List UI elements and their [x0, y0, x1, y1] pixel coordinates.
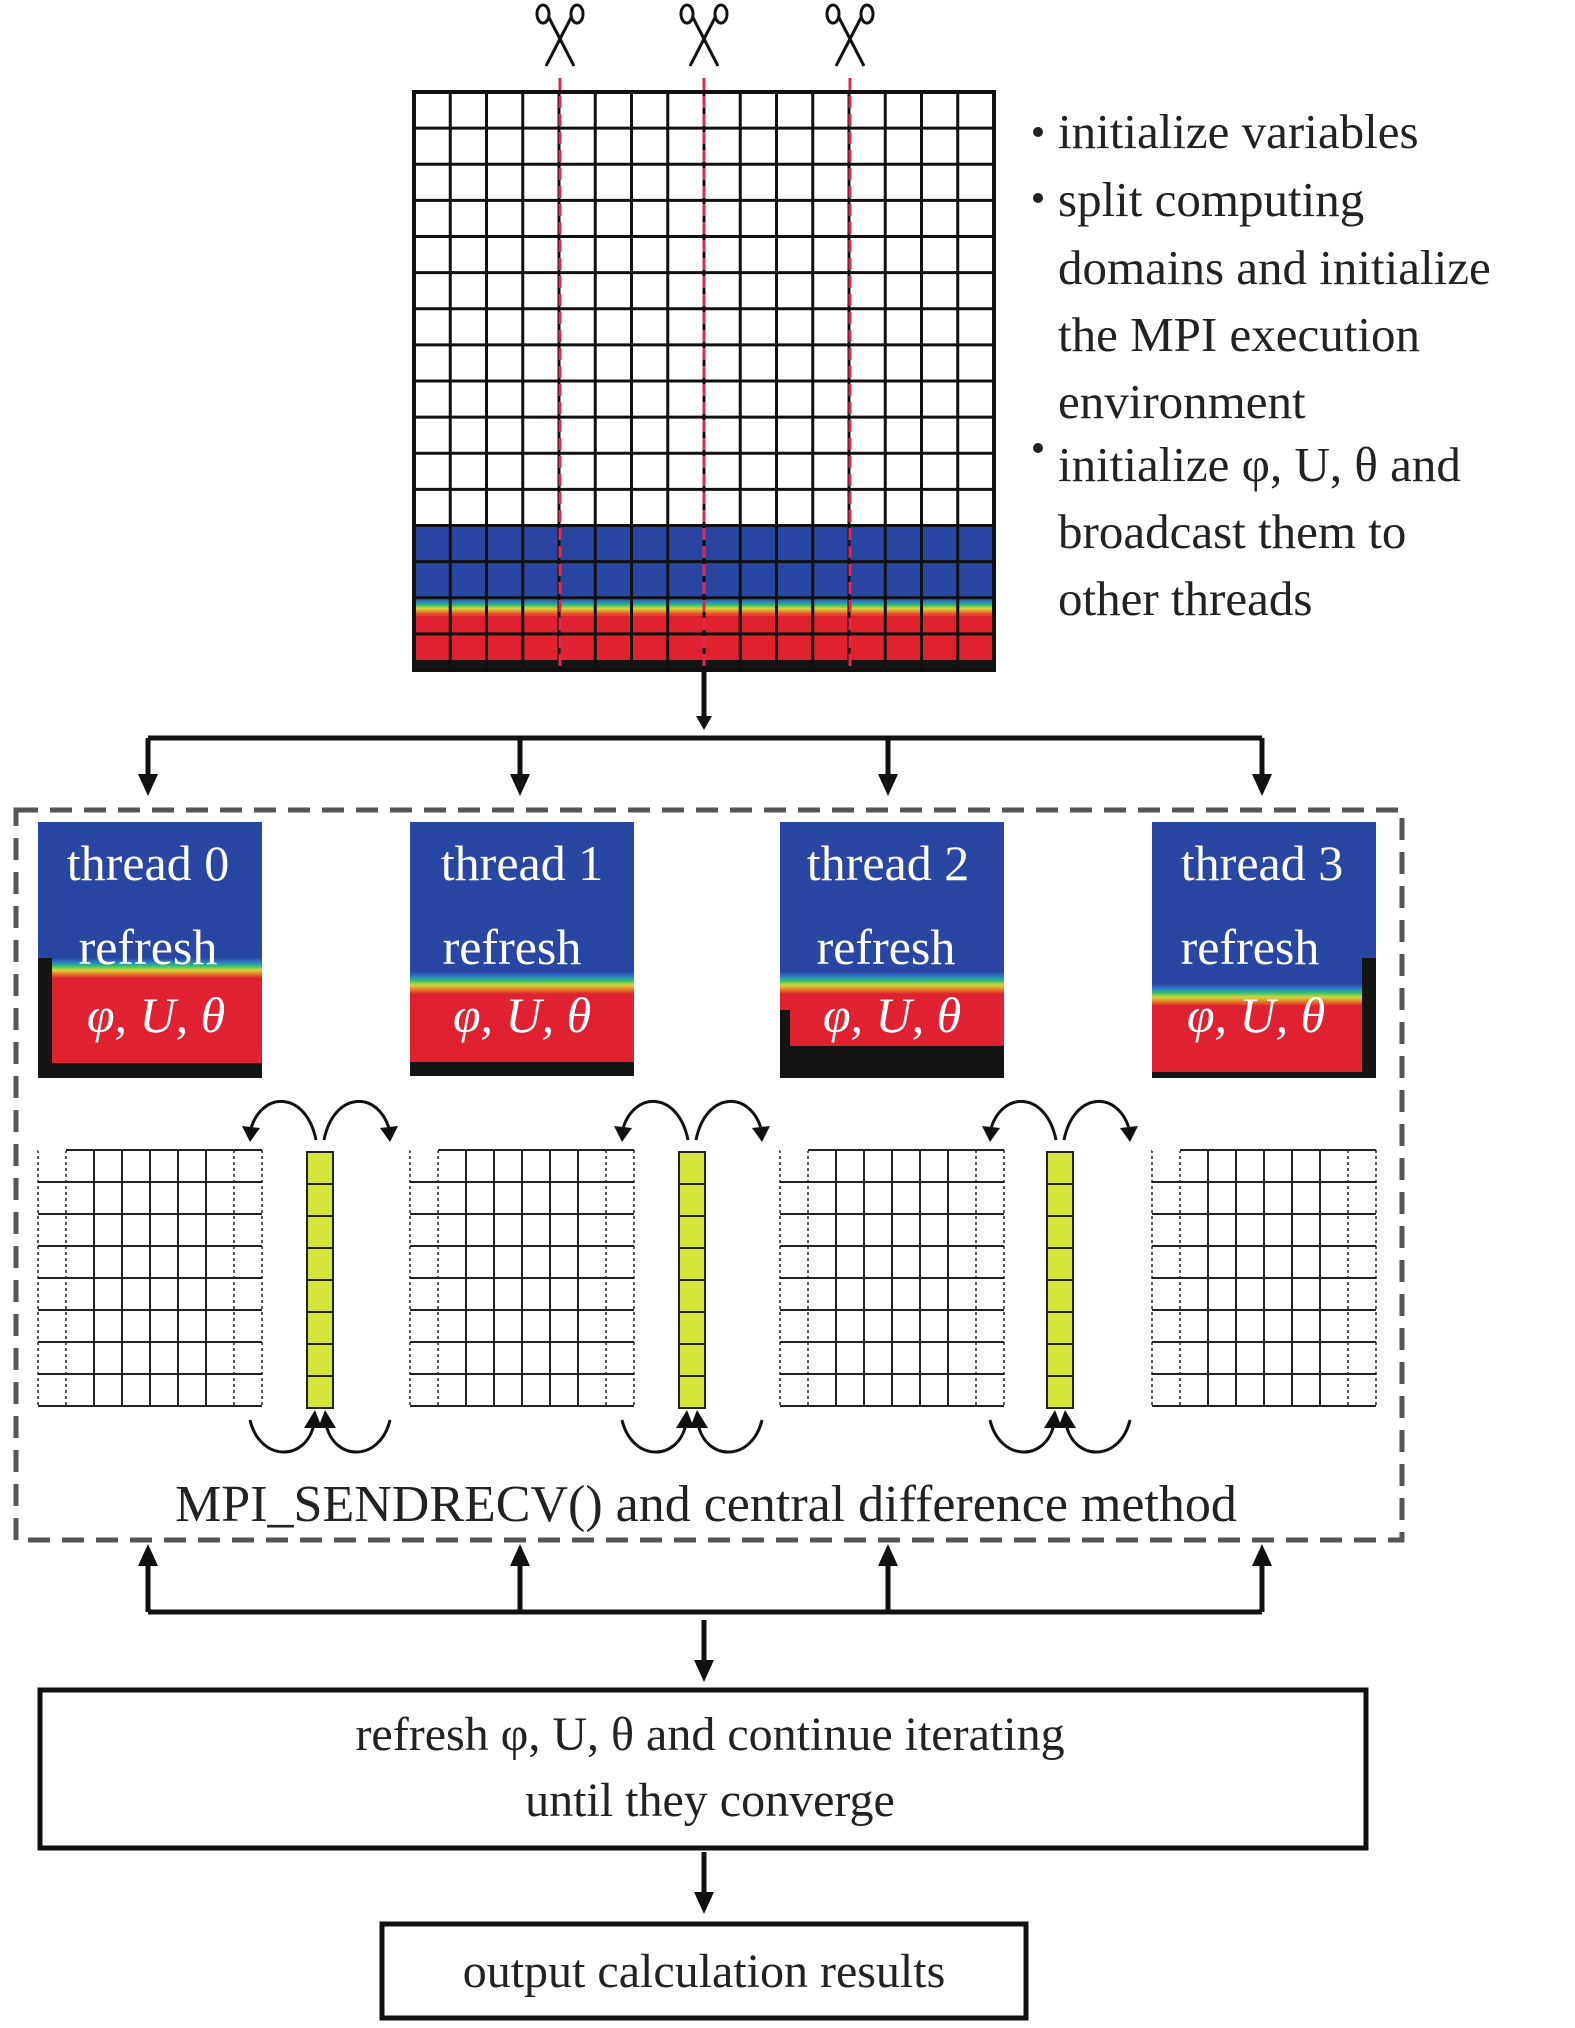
thread-1-title: thread 1 — [441, 835, 603, 891]
ghost-column-2 — [1046, 1151, 1074, 1409]
arrow-head — [614, 1126, 632, 1142]
thread-3-title: thread 3 — [1181, 835, 1343, 891]
init-step-3-line-2: broadcast them to — [1058, 504, 1406, 559]
exchange-label: MPI_SENDRECV() and central difference me… — [175, 1476, 1237, 1533]
arrow-head — [1120, 1126, 1138, 1142]
sub-domain-grid-2 — [779, 1149, 1005, 1407]
exchange-arc-lower-right-1 — [696, 1419, 764, 1454]
exchange-arc-upper-left-0 — [248, 1100, 318, 1141]
thread-2-action: refresh — [817, 919, 956, 975]
thread-blocks: thread 0 refresh φ, U, θ thread 1 refres… — [38, 822, 1376, 1078]
exchange-arc-lower-left-0 — [248, 1419, 316, 1454]
init-step-2-line-3: the MPI execution — [1058, 307, 1420, 362]
thread-0-title: thread 0 — [67, 835, 229, 891]
ghost-columns — [306, 1151, 1074, 1409]
scissors-icon — [679, 3, 729, 67]
arrow-head — [752, 1126, 770, 1142]
init-steps: initialize variables split computing dom… — [1033, 104, 1491, 626]
thread-3-vars: φ, U, θ — [1187, 987, 1325, 1043]
iterate-box: refresh φ, U, θ and continue iterating u… — [37, 1687, 1369, 1851]
arrow-head — [1044, 1410, 1062, 1428]
sub-domain-grid-3 — [1151, 1149, 1377, 1407]
cut-lines — [535, 3, 875, 672]
exchange-arc-lower-left-2 — [988, 1419, 1056, 1454]
output-box: output calculation results — [379, 1921, 1029, 2021]
exchange-arc-upper-right-1 — [694, 1100, 764, 1141]
bullet-dot — [1033, 443, 1043, 453]
init-step-2-line-2: domains and initialize — [1058, 240, 1491, 295]
exchange-arc-upper-right-0 — [322, 1100, 392, 1141]
arrow-head — [304, 1410, 322, 1428]
parallel-region-border — [13, 807, 1405, 1543]
scissors-icon — [825, 3, 875, 67]
init-step-2: split computing domains and initialize t… — [1033, 172, 1491, 429]
arrow-head — [1058, 1410, 1076, 1428]
exchange-arrows — [242, 1100, 1138, 1454]
thread-0-vars: φ, U, θ — [87, 987, 225, 1043]
thread-2-vars: φ, U, θ — [823, 987, 961, 1043]
init-step-3-line-1: initialize φ, U, θ and — [1058, 437, 1461, 492]
sub-domain-grids — [37, 1149, 1377, 1407]
distribution-arrows — [138, 670, 1272, 796]
final-arrow — [694, 1852, 714, 1914]
ghost-column-1 — [678, 1151, 706, 1409]
init-step-3: initialize φ, U, θ and broadcast them to… — [1033, 437, 1461, 626]
init-step-3-line-3: other threads — [1058, 571, 1312, 626]
iterate-box-line-2: until they converge — [525, 1774, 895, 1827]
arrow-head — [982, 1126, 1000, 1142]
bullet-dot — [1033, 127, 1043, 137]
thread-block-1: thread 1 refresh φ, U, θ — [410, 822, 634, 1076]
bullet-dot — [1033, 193, 1043, 203]
thread-block-3: thread 3 refresh φ, U, θ — [1152, 822, 1376, 1078]
arrow-head — [242, 1126, 260, 1142]
thread-3-action: refresh — [1181, 919, 1320, 975]
exchange-arc-upper-left-1 — [620, 1100, 690, 1141]
thread-0-action: refresh — [79, 919, 218, 975]
exchange-arc-lower-right-0 — [324, 1419, 392, 1454]
arrow-head — [380, 1126, 398, 1142]
exchange-arc-upper-right-2 — [1062, 1100, 1132, 1141]
ghost-column-0 — [306, 1151, 334, 1409]
init-step-1: initialize variables — [1033, 104, 1419, 159]
sub-domain-grid-1 — [409, 1149, 635, 1407]
arrow-head — [676, 1410, 694, 1428]
output-box-label: output calculation results — [463, 1945, 946, 1998]
thread-1-vars: φ, U, θ — [453, 987, 591, 1043]
sub-domain-grid-0 — [37, 1149, 263, 1407]
iterate-box-line-1: refresh φ, U, θ and continue iterating — [355, 1708, 1064, 1761]
thread-block-2: thread 2 refresh φ, U, θ — [780, 822, 1004, 1078]
init-step-2-line-1: split computing — [1058, 172, 1364, 227]
init-step-2-line-4: environment — [1058, 374, 1306, 429]
gather-arrows — [138, 1544, 1272, 1682]
exchange-arc-upper-left-2 — [988, 1100, 1058, 1141]
init-step-1-line-1: initialize variables — [1058, 104, 1419, 159]
thread-2-title: thread 2 — [807, 835, 969, 891]
exchange-arc-lower-right-2 — [1064, 1419, 1132, 1454]
thread-block-0: thread 0 refresh φ, U, θ — [38, 822, 262, 1078]
exchange-arc-lower-left-1 — [620, 1419, 688, 1454]
arrow-head — [318, 1410, 336, 1428]
thread-1-action: refresh — [443, 919, 582, 975]
scissors-icon — [535, 3, 585, 67]
arrow-head — [690, 1410, 708, 1428]
